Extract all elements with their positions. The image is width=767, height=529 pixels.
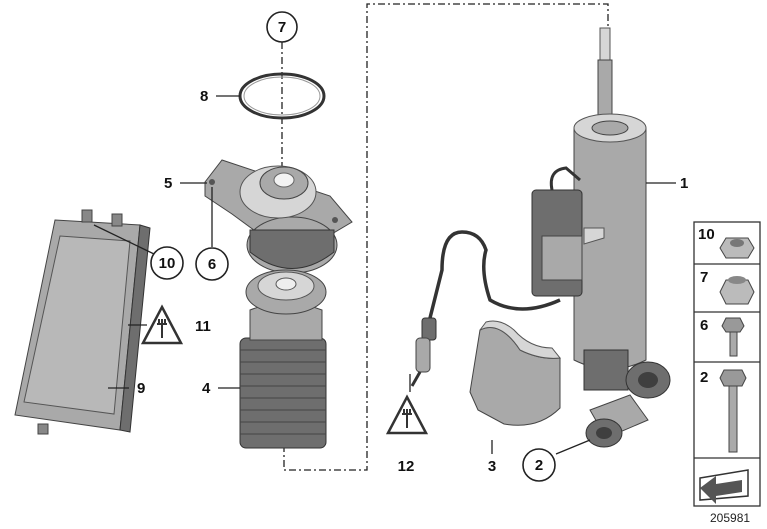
top-mount [204, 159, 353, 274]
replacement-part-arrow-icon [699, 469, 749, 504]
reference-number: 205981 [710, 511, 750, 525]
callout-circle [150, 246, 184, 280]
bolt-short-icon [721, 317, 745, 357]
callout-circle [195, 247, 229, 281]
legend-7: 7 [700, 269, 708, 286]
callout-circle [522, 448, 556, 482]
callout-12: 12 [398, 458, 415, 475]
callout-7: 7 [278, 19, 286, 36]
self-locking-nut-icon [719, 279, 755, 305]
electrical-warning-icon [385, 394, 429, 435]
callout-4: 4 [202, 380, 211, 397]
callout-9: 9 [137, 380, 145, 397]
flange-nut-icon [719, 237, 755, 259]
callout-6: 6 [208, 256, 216, 273]
control-unit [14, 209, 151, 435]
callout-2: 2 [535, 457, 543, 474]
callout-10: 10 [159, 255, 176, 272]
callout-circle [266, 11, 298, 43]
hardware-legend: 10 7 6 2 [693, 221, 761, 507]
leader-10 [93, 224, 155, 255]
callout-8: 8 [200, 88, 208, 105]
o-ring [238, 72, 326, 120]
callout-11: 11 [195, 318, 211, 335]
bump-stop-and-protective-tube [239, 269, 327, 449]
assembly-connector-line [283, 3, 609, 471]
legend-2: 2 [700, 369, 708, 386]
sensor-cable [410, 230, 561, 387]
callout-1: 1 [680, 175, 688, 192]
cover [469, 320, 561, 426]
callout-3: 3 [488, 458, 496, 475]
bolt-long-icon [719, 369, 747, 453]
electrical-warning-icon [140, 304, 184, 345]
callout-5: 5 [164, 175, 172, 192]
shock-absorber [531, 27, 671, 448]
legend-6: 6 [700, 317, 708, 334]
leader-2 [555, 439, 591, 455]
legend-10: 10 [698, 226, 715, 243]
